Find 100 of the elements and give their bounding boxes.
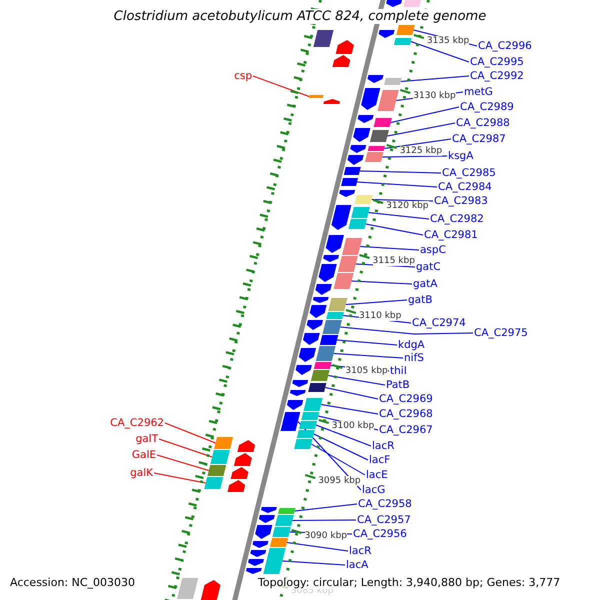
leader-line xyxy=(333,353,404,358)
gene-symbol xyxy=(318,264,337,282)
gene-symbol xyxy=(310,305,327,318)
gene-symbol xyxy=(261,507,277,513)
gene-symbol xyxy=(323,99,340,104)
gene-symbol xyxy=(386,0,402,7)
tick-label: 3105 kbp xyxy=(345,366,388,376)
gene-symbol xyxy=(350,145,366,153)
leader-line xyxy=(384,138,452,149)
title: Clostridium acetobutylicum ATCC 824, complete genome xyxy=(114,9,486,24)
gene-block xyxy=(310,370,330,381)
leader-line xyxy=(356,182,438,188)
gene-label: csp xyxy=(234,70,252,82)
gene-block xyxy=(334,273,354,289)
gene-label: CA_C2983 xyxy=(434,195,488,207)
gene-block xyxy=(344,167,361,175)
gene-label: CA_C2988 xyxy=(456,117,510,129)
leader-line xyxy=(313,434,368,460)
gene-label: GalE xyxy=(132,449,156,461)
gene-label: CA_C2968 xyxy=(379,408,433,420)
gene-symbol xyxy=(246,568,262,574)
gene-symbol xyxy=(255,525,272,539)
gene-block xyxy=(394,38,412,45)
gene-symbol xyxy=(296,365,312,375)
gene-block xyxy=(214,437,234,449)
gene-symbol xyxy=(358,115,374,123)
gene-label: lacR xyxy=(372,440,394,452)
gene-label: CA_C2957 xyxy=(357,514,411,526)
tick-label: 3125 kbp xyxy=(400,146,442,156)
leader-line xyxy=(310,444,366,476)
gene-symbol xyxy=(234,453,252,466)
leader-line xyxy=(294,504,358,512)
gene-label: kdgA xyxy=(398,339,425,351)
leader-line xyxy=(164,422,216,444)
gene-block xyxy=(338,256,358,272)
gene-label: CA_C2985 xyxy=(442,167,496,179)
tick-label: 3120 kbp xyxy=(386,201,429,211)
gene-label: CA_C2962 xyxy=(110,417,164,429)
gene-label: CA_C2967 xyxy=(379,424,433,436)
gene-block xyxy=(207,465,226,476)
gene-block xyxy=(280,412,300,431)
gene-symbol xyxy=(252,541,268,548)
gene-label: CA_C2984 xyxy=(438,181,492,193)
leader-line xyxy=(158,438,213,458)
gene-label: CA_C2974 xyxy=(412,317,466,329)
gene-block xyxy=(328,298,348,311)
leader-line xyxy=(360,246,420,250)
gene-block xyxy=(204,477,224,489)
gene-block xyxy=(351,207,370,218)
gene-symbol xyxy=(303,333,320,345)
leader-line xyxy=(345,300,408,305)
tick-label: 3095 kbp xyxy=(318,476,361,486)
gene-block xyxy=(301,412,320,420)
gene-label: lacG xyxy=(362,484,386,496)
gene-block xyxy=(308,383,326,392)
accession-text: Accession: NC_003030 xyxy=(10,576,136,589)
gene-label: lacF xyxy=(369,454,390,466)
gene-block xyxy=(294,439,313,449)
gene-label: CA_C2981 xyxy=(424,229,478,241)
gene-block xyxy=(316,346,336,361)
gene-block xyxy=(299,421,318,429)
gene-label: gatB xyxy=(408,294,432,306)
gene-block xyxy=(342,238,362,255)
gene-label: CA_C2982 xyxy=(430,213,484,225)
gene-label: CA_C2995 xyxy=(470,56,524,68)
leader-line xyxy=(365,224,424,236)
leader-line xyxy=(328,375,386,386)
gene-symbol xyxy=(258,515,275,523)
gene-symbol xyxy=(323,255,340,262)
gene-label: CA_C2956 xyxy=(353,528,407,540)
leader-line xyxy=(386,122,456,136)
gene-block xyxy=(275,515,294,526)
gene-label: lacE xyxy=(366,469,388,481)
gene-symbol xyxy=(227,480,246,492)
gene-symbol xyxy=(347,155,364,165)
tick-label: 3135 kbp xyxy=(426,36,470,46)
gene-block xyxy=(378,90,399,111)
gene-symbol xyxy=(326,235,344,253)
gene-block xyxy=(210,450,230,464)
gene-block xyxy=(370,130,389,142)
leader-line xyxy=(282,560,346,566)
leader-line xyxy=(297,421,362,490)
gene-block xyxy=(313,30,334,47)
leader-line xyxy=(371,199,434,202)
gene-symbol xyxy=(292,380,308,387)
gene-symbol xyxy=(332,55,350,67)
gene-block xyxy=(263,548,286,574)
gene-label: galK xyxy=(130,467,153,479)
gene-label: CA_C2992 xyxy=(470,70,524,82)
tick-label: 3090 kbp xyxy=(304,531,347,541)
gene-label: CA_C2958 xyxy=(358,498,412,510)
gene-label: lacR xyxy=(349,545,372,557)
leader-line xyxy=(154,472,206,484)
leader-line xyxy=(382,156,448,158)
gene-symbol xyxy=(230,467,248,479)
gene-label: lacA xyxy=(346,559,368,571)
gene-symbol xyxy=(298,348,316,362)
gene-label: nifS xyxy=(404,352,424,364)
gene-symbol xyxy=(315,284,332,295)
gene-block xyxy=(341,178,358,186)
